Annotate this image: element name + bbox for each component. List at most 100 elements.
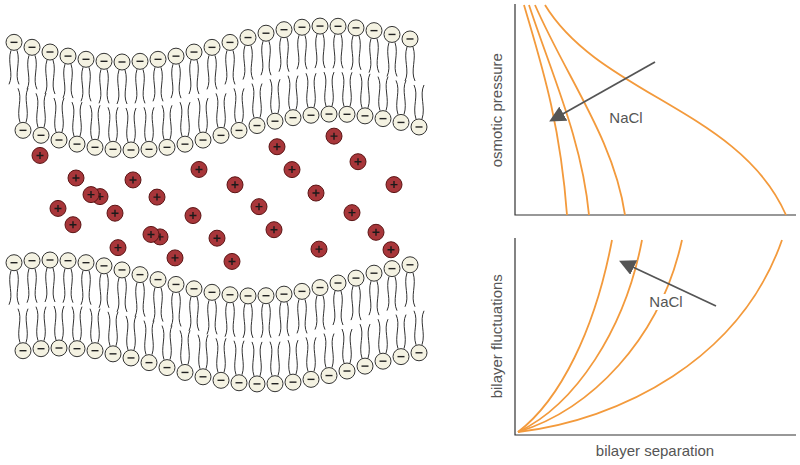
lipid-head [267, 113, 283, 129]
lipid-tail [368, 74, 370, 108]
minus-sign [92, 350, 99, 351]
lipid-tail [296, 76, 298, 110]
lipid [141, 321, 157, 371]
lipid-head [96, 258, 112, 274]
lipid-tail [368, 324, 370, 358]
lipid [339, 329, 355, 379]
lipid [213, 93, 229, 143]
lipid-tail [261, 304, 263, 338]
lipid-tail [207, 300, 209, 334]
minus-sign [56, 347, 63, 348]
cation-circle [125, 172, 141, 188]
lipid-tail [153, 67, 155, 101]
lipid-tail [89, 271, 91, 305]
cation [143, 226, 159, 242]
cation [50, 200, 66, 216]
lipid-head [186, 44, 202, 60]
lipid-tail [323, 296, 325, 330]
minus-sign [146, 362, 153, 363]
lipid-head [384, 261, 400, 277]
lipid-tail [45, 60, 47, 94]
lipid-tail [252, 84, 254, 118]
minus-sign [74, 348, 81, 349]
lipid-tail [396, 315, 398, 349]
minus-sign [137, 61, 144, 62]
lipid-head [150, 272, 166, 288]
lipid [96, 258, 112, 308]
lipid-tail [360, 74, 362, 108]
lipid-head [330, 18, 346, 34]
cation [251, 199, 267, 215]
minus-sign [65, 55, 72, 56]
lipid [51, 306, 67, 356]
lipid-head [411, 119, 427, 135]
lipid-tail [179, 64, 181, 98]
lipid-tail [314, 337, 316, 371]
lipid-tail [107, 69, 109, 103]
lipid-head [303, 107, 319, 123]
minus-sign [173, 284, 180, 285]
cation [68, 170, 84, 186]
minus-sign [218, 135, 225, 136]
cation [149, 189, 165, 205]
lipid-tail [71, 269, 73, 303]
lipid-tail [360, 324, 362, 358]
lipid [6, 255, 22, 305]
lipid-tail [98, 309, 100, 343]
plus-sign [289, 166, 296, 173]
lipid-tail [269, 41, 271, 75]
lipid-tail [125, 278, 127, 312]
minus-sign [353, 27, 360, 28]
lipid-tail [143, 69, 145, 103]
cation [107, 205, 123, 221]
lipid [6, 34, 22, 84]
lipid-head [33, 127, 49, 143]
lipid-tail [18, 88, 20, 122]
minus-sign [83, 262, 90, 263]
lipid-tail [405, 47, 407, 81]
minus-sign [407, 38, 414, 39]
lipid-head [141, 141, 157, 157]
minus-sign [272, 121, 279, 122]
minus-sign [209, 47, 216, 48]
lipid-tail [270, 79, 272, 113]
lipid-head [177, 136, 193, 152]
lipid-tail [170, 105, 172, 139]
plus-sign [190, 212, 197, 219]
lipid-head [339, 363, 355, 379]
lipid-tail [153, 288, 155, 322]
lipid-head [240, 30, 256, 46]
minus-sign [128, 357, 135, 358]
lipid-head [78, 255, 94, 271]
lipid-tail [135, 283, 137, 317]
cation-circle [209, 230, 225, 246]
cation-circle [68, 170, 84, 186]
lipid-tail [252, 342, 254, 376]
lipid-head [51, 132, 67, 148]
lipid-tail [378, 319, 380, 353]
lipid-tail [26, 309, 28, 343]
minus-sign [263, 295, 270, 296]
lipid-head [69, 136, 85, 152]
lipid-tail [143, 283, 145, 317]
lipid-head [15, 343, 31, 359]
lipid-tail [260, 84, 262, 118]
minus-sign [56, 139, 63, 140]
lipid-tail [189, 60, 191, 94]
lipid-head [195, 369, 211, 385]
lipid-tail [90, 105, 92, 139]
lipid [114, 262, 130, 312]
lipid-head [24, 39, 40, 55]
lipid-head [393, 349, 409, 365]
minus-sign [335, 26, 342, 27]
minus-sign [173, 55, 180, 56]
lipid-tail [116, 107, 118, 141]
minus-sign [371, 272, 378, 273]
cation-circle [344, 205, 360, 221]
lipid-tail [296, 340, 298, 374]
cation [266, 222, 282, 238]
cation [167, 250, 183, 266]
minus-sign [389, 268, 396, 269]
lipid-tail [323, 34, 325, 68]
